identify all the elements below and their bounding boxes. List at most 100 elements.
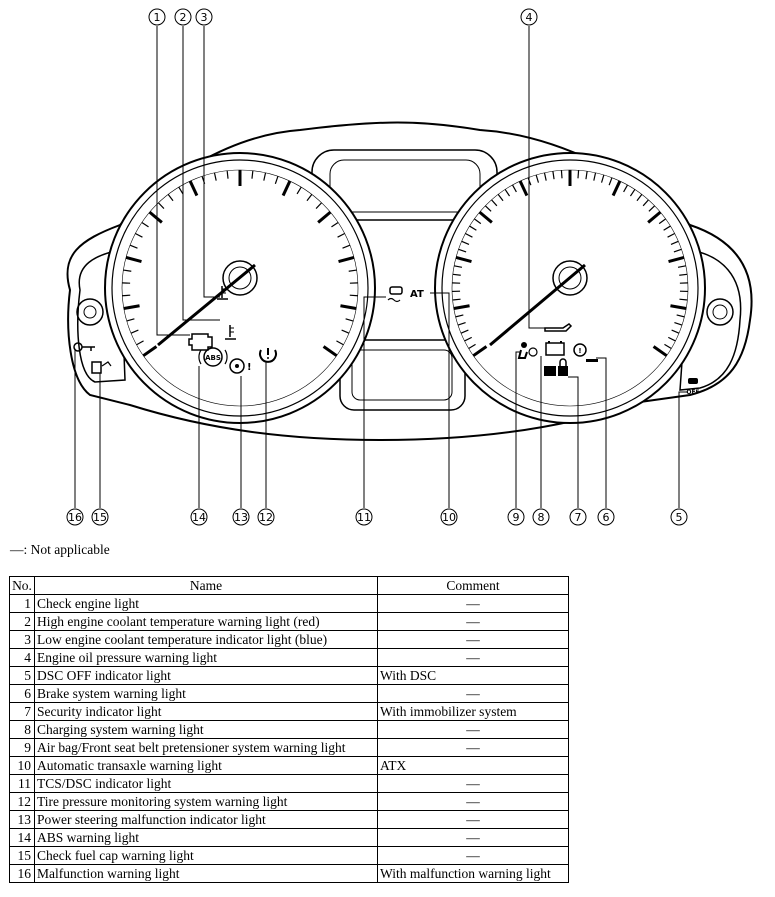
gauge-tick [157,202,165,209]
callout-number: 16 [68,511,82,524]
gauge-tick [453,265,463,268]
header-comment: Comment [377,576,569,595]
malfunction-warning-icon [73,342,95,352]
gauge-tick [457,322,466,326]
gauge-tick [452,273,461,276]
row-no: 7 [9,702,35,721]
gauge-tick [452,298,461,301]
row-name: Check fuel cap warning light [34,846,378,865]
row-comment: — [377,792,569,811]
gauge-tick [141,221,149,228]
gauge-tick [535,174,540,183]
callout-7: 7 [569,508,587,526]
row-no: 8 [9,720,35,739]
at-indicator: AT [410,289,424,300]
row-comment: — [377,594,569,613]
abs-warning-icon: ABS [198,347,228,367]
gauge-tick [142,345,158,357]
gauge-tick [322,345,338,357]
gauge-tick [636,194,643,202]
gauge-tick [148,211,163,224]
row-no: 1 [9,594,35,613]
callout-number: 13 [234,511,248,524]
gauge-tick [647,211,662,224]
gauge-tick [652,345,668,357]
gauge-tick [648,205,656,212]
svg-text:OFF: OFF [686,389,699,396]
gauge-tick [491,199,498,207]
row-no: 10 [9,756,35,775]
callout-8: 8 [532,508,550,526]
gauge-tick [226,170,229,179]
gauge-tick [455,256,472,264]
dsc-off-icon: OFF [686,378,700,396]
row-comment: — [377,720,569,739]
gauge-tick [668,256,685,264]
gauge-tick [453,304,470,310]
gauge-tick [342,244,351,249]
callout-9: 9 [507,508,525,526]
gauge-tick [577,170,580,179]
row-name: DSC OFF indicator light [34,666,378,685]
abs-label: ABS [205,354,221,362]
gauge-tick [673,248,682,253]
speedometer-gauge [434,152,706,424]
gauge-tick [317,211,332,224]
callout-4: 4 [520,8,538,26]
gauge-tick [340,304,357,310]
gauge-tick [679,273,688,276]
tcs-dsc-icon [387,286,403,303]
gauge-tick [497,194,504,202]
gauge-tick [585,171,588,180]
row-comment: With immobilizer system [377,702,569,721]
row-name: High engine coolant temperature warning … [34,612,378,631]
callout-12: 12 [257,508,275,526]
gauge-tick [518,180,529,197]
row-comment: — [377,810,569,829]
gauge-tick [341,329,350,334]
callout-number: 14 [192,511,206,524]
row-name: Brake system warning light [34,684,378,703]
row-no: 2 [9,612,35,631]
gauge-tick [670,240,679,245]
gauge-tick [337,232,345,238]
row-name: Air bag/Front seat belt pretensioner sys… [34,738,378,757]
oil-pressure-icon [544,323,573,332]
row-name: Low engine coolant temperature indicator… [34,630,378,649]
row-no: 12 [9,792,35,811]
row-name: Charging system warning light [34,720,378,739]
row-no: 13 [9,810,35,829]
gauge-tick [464,336,472,342]
gauge-tick [461,240,470,245]
gauge-tick [188,180,199,197]
svg-text:!: ! [247,362,252,373]
callout-15: 15 [91,508,109,526]
gauge-tick [251,170,254,179]
row-no: 11 [9,774,35,793]
gauge-tick [136,340,144,346]
gauge-tick [167,194,174,202]
callout-1: 1 [148,8,166,26]
callout-3: 3 [195,8,213,26]
left-pod [77,249,126,383]
table-header-row: No. Name Comment [9,576,569,595]
row-no: 5 [9,666,35,685]
charging-system-icon [545,341,565,356]
gauge-tick [345,318,354,322]
gauge-tick [306,194,313,202]
row-comment: ATX [377,756,569,775]
row-comment: — [377,738,569,757]
row-name: Malfunction warning light [34,864,378,883]
fuel-gauge-icon [76,298,104,326]
row-no: 16 [9,864,35,883]
gauge-tick [468,343,476,349]
row-comment: — [377,630,569,649]
gauge-tick [608,177,613,186]
